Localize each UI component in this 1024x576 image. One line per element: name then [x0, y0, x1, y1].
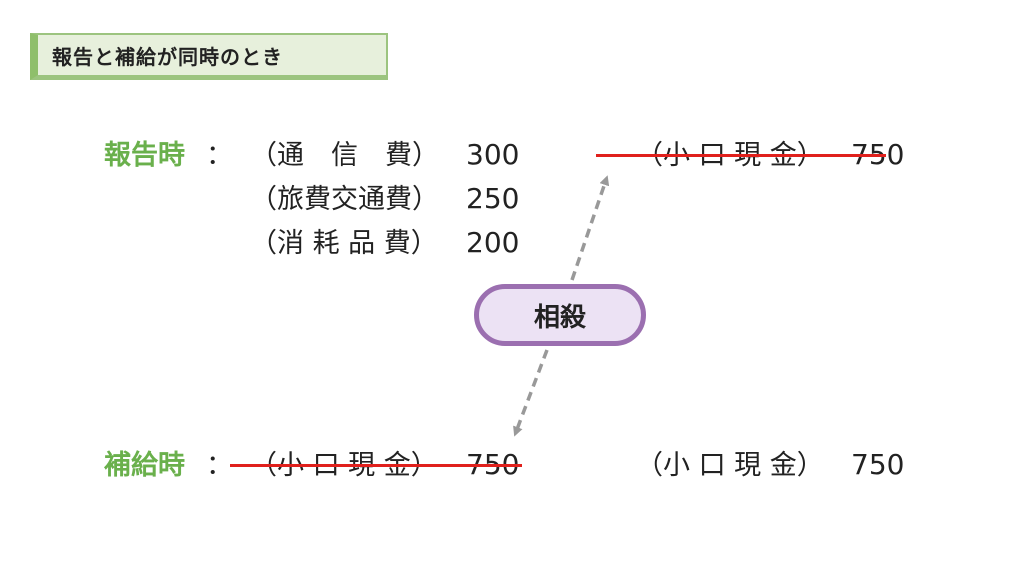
report-row-account: （消 耗 品 費）	[250, 228, 438, 259]
report-row-account: （通 信 費）	[250, 140, 439, 171]
replenish-credit-amount: 750	[851, 448, 905, 481]
replenish-credit-account: （小 口 現 金）	[636, 450, 824, 481]
report-row-amount: 200	[466, 226, 520, 259]
arrow-up	[570, 175, 610, 281]
offset-badge: 相殺	[474, 284, 646, 346]
report-row-amount: 250	[466, 182, 520, 215]
title-text: 報告と補給が同時のとき	[52, 44, 283, 69]
report-row-account: （旅費交通費）	[250, 184, 439, 215]
report-colon: ：	[206, 140, 233, 171]
report-row-amount: 300	[466, 138, 520, 171]
strikethrough-line	[596, 154, 886, 157]
replenish-label: 補給時	[104, 450, 185, 481]
arrow-down	[513, 349, 549, 437]
report-label: 報告時	[104, 140, 185, 171]
offset-label: 相殺	[533, 302, 586, 333]
strikethrough-line	[230, 464, 522, 467]
page-title: 報告と補給が同時のとき	[30, 33, 388, 80]
replenish-colon: ：	[206, 450, 233, 481]
